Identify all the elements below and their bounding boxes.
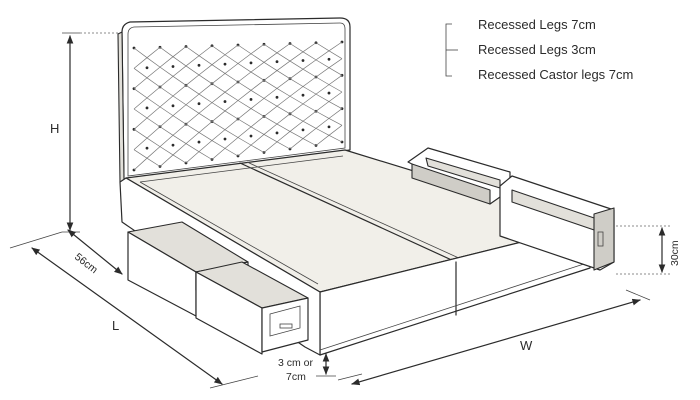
tuft-stitch [159,42,317,167]
leg-height-label-1: 3 cm or [278,357,314,369]
tuft-button [327,91,331,95]
tuft-stitch [133,46,161,69]
tuft-stitch [133,43,265,150]
tuft-stitch [133,46,187,89]
tuft-button [327,125,331,129]
tuft-stitch [133,43,291,171]
height-dimension: H [50,32,120,233]
tuft-button [301,93,305,97]
tuft-stitch [185,41,343,164]
tuft-button [145,146,149,150]
tuft-button [197,102,201,106]
tuft-button [301,128,305,132]
legend-item-3: Recessed Castor legs 7cm [478,67,633,82]
tuft-button [275,131,279,135]
drawer-height-label: 30cm [669,240,681,266]
leg-height-label-2: 7cm [286,371,306,383]
headboard [117,17,351,183]
drawer-depth-dimension: 56cm [67,229,123,276]
tuft-button [197,63,201,67]
tuft-button [197,140,201,144]
tuft-stitch [133,45,213,110]
tuft-button [171,143,175,147]
legend-item-1: Recessed Legs 7cm [478,17,596,32]
width-label: W [520,338,533,353]
tuft-stitch [237,75,343,157]
height-label: H [50,121,59,136]
tuft-button [275,60,279,64]
right-drawer-upper [407,147,511,205]
tuft-stitch [315,125,343,146]
leg-height-dimension: 3 cm or 7cm [278,353,336,383]
tuft-button [301,59,305,62]
tuft-stitch [289,108,343,150]
drawer-depth-label: 56cm [72,251,100,276]
leg-options-legend: Recessed Legs 7cm Recessed Legs 3cm Rece… [445,17,633,82]
tuft-stitch [133,44,239,130]
tuft-button [171,104,175,108]
legend-item-2: Recessed Legs 3cm [478,42,596,57]
tuft-button [223,137,227,141]
tuft-stitch [211,58,343,160]
tuft-button [223,62,227,66]
tuft-button [327,57,331,61]
tuft-button [249,98,253,101]
tuft-button [171,65,175,68]
tuft-button [275,95,279,99]
drawer-height-dimension: 30cm [616,225,681,275]
tuft-button [249,61,253,65]
length-dimension: L [9,231,259,389]
right-drawer-lower [499,175,615,271]
tuft-button [249,134,253,138]
tuft-button [145,66,149,70]
tuft-button [145,106,149,110]
length-label: L [112,318,119,333]
width-dimension: W [337,289,651,386]
tuft-button [223,100,227,103]
tuft-stitch [263,91,343,153]
headboard-tufting [132,40,344,172]
